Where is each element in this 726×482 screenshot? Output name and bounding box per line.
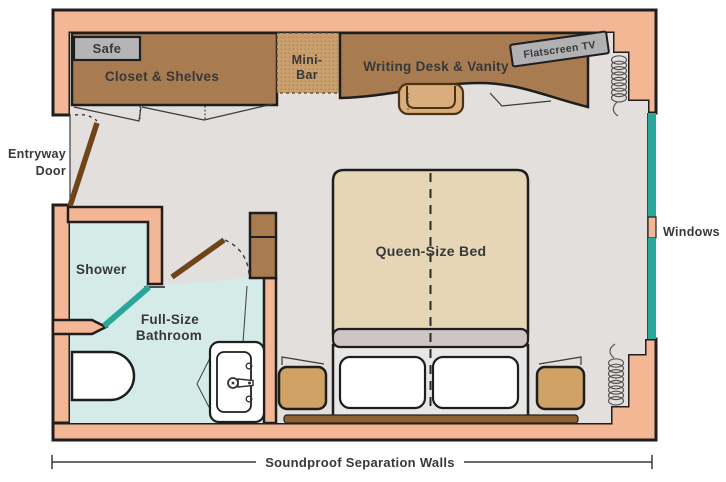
mini-bar xyxy=(276,32,341,94)
bed-label: Queen-Size Bed xyxy=(376,243,487,259)
entry-door-swing-arc xyxy=(74,113,98,122)
bathroom-label-line2: Bathroom xyxy=(136,328,202,343)
shower-wall-stub xyxy=(51,318,109,336)
bed-pillow-left xyxy=(338,355,427,410)
vanity-edge-line xyxy=(242,285,248,344)
shower-wall xyxy=(66,205,164,286)
bathroom-label-line1: Full-Size xyxy=(141,312,199,327)
window-mullion-wall xyxy=(647,216,657,239)
window-upper xyxy=(648,113,656,217)
soundproof-dimension-line xyxy=(51,455,653,469)
vanity-door-marker xyxy=(196,357,211,410)
entry-label-line1: Entryway xyxy=(8,147,66,161)
faucet-icon xyxy=(227,377,254,389)
entry-label-line2: Door xyxy=(36,164,66,178)
window-lower xyxy=(648,238,656,339)
bathroom-door xyxy=(170,237,226,280)
desk-label: Writing Desk & Vanity xyxy=(363,59,509,74)
desk-chair xyxy=(397,82,465,116)
curtain-coil-bottom xyxy=(607,343,625,406)
lamp-marker-left xyxy=(281,356,325,365)
toilet xyxy=(70,350,136,402)
flatscreen-tv: Flatscreen TV xyxy=(509,30,610,68)
entry-door xyxy=(67,122,100,207)
curtain-coil-top xyxy=(610,55,628,117)
wall-left-lower xyxy=(51,203,72,425)
sink-handle-cold xyxy=(245,395,253,403)
safe-label: Safe xyxy=(93,41,122,56)
sink-vanity xyxy=(196,285,266,424)
nightstand-left xyxy=(277,356,328,411)
shower-label: Shower xyxy=(76,262,127,277)
lamp-marker-right xyxy=(538,356,582,365)
desk-door-markers xyxy=(407,92,552,110)
closet-label: Closet & Shelves xyxy=(105,69,219,84)
shower-door xyxy=(102,284,151,329)
bed-pillow-right xyxy=(431,355,520,410)
bathroom-door-swing-arc xyxy=(224,239,250,275)
queen-bed xyxy=(283,168,579,424)
bathroom-divider-wall xyxy=(262,276,278,425)
nightstand-right xyxy=(535,356,586,411)
minibar-label-line2: Bar xyxy=(296,68,318,82)
windows-label: Windows xyxy=(663,225,720,239)
minibar-label-line1: Mini- xyxy=(292,53,323,67)
closet-door-markers xyxy=(73,103,274,122)
bathroom-cabinet xyxy=(248,211,278,280)
sink-handle-hot xyxy=(245,362,253,370)
bed-headboard xyxy=(283,414,579,424)
bed-mattress xyxy=(331,168,530,336)
safe-box xyxy=(72,35,142,62)
soundproof-label: Soundproof Separation Walls xyxy=(265,455,455,470)
